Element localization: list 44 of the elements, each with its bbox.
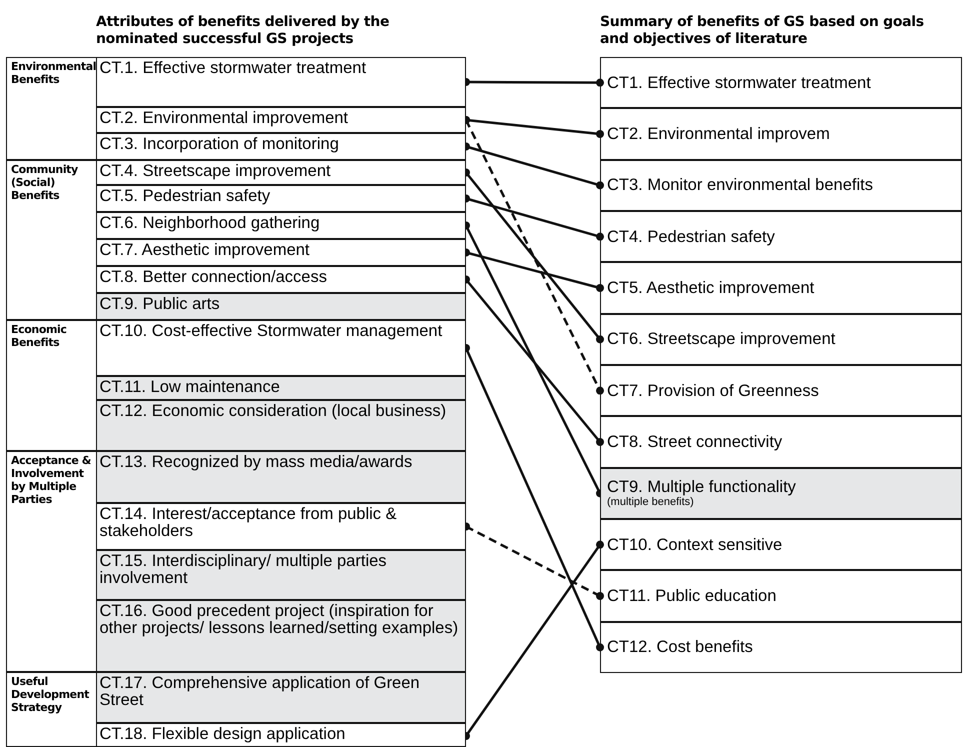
benefit-box: CT8. Street connectivity xyxy=(600,416,962,468)
attribute-cell: CT.3. Incorporation of monitoring xyxy=(96,132,466,160)
benefit-box: CT6. Streetscape improvement xyxy=(600,314,962,365)
attribute-cell: CT.1. Effective stormwater treatment xyxy=(96,56,466,106)
benefit-box xyxy=(600,468,962,519)
benefit-box: CT5. Aesthetic improvement xyxy=(600,262,962,314)
attribute-cell: CT.14. Interest/acceptance from public & stakeholders xyxy=(96,502,466,550)
category-label: Environmental Benefits xyxy=(11,60,97,86)
category-label: Community (Social) Benefits xyxy=(11,163,79,202)
attribute-cell: CT.5. Pedestrian safety xyxy=(96,184,466,212)
attribute-cell: CT.17. Comprehensive application of Green Street xyxy=(96,672,466,722)
category-label: Useful Development Strategy xyxy=(11,675,90,714)
benefit-note: (multiple benefits) xyxy=(607,496,695,508)
category-cell xyxy=(6,57,466,160)
attribute-cell: CT.7. Aesthetic improvement xyxy=(96,238,466,266)
attribute-cell: CT.6. Neighborhood gathering xyxy=(96,212,466,238)
attribute-cell: CT.9. Public arts xyxy=(96,292,466,320)
benefit-box: CT10. Context sensitive xyxy=(600,519,962,570)
category-label: Acceptance & Involvement by Multiple Parties xyxy=(11,454,92,506)
attribute-cell: CT.8. Better connection/access xyxy=(96,266,466,292)
benefit-box: CT12. Cost benefits xyxy=(600,622,962,673)
column-heading: Summary of benefits of GS based on goals and objectives of literature xyxy=(600,14,925,48)
attribute-cell: CT.15. Interdisciplinary/ multiple parties involvement xyxy=(96,550,466,600)
attribute-cell: CT.4. Streetscape improvement xyxy=(96,160,466,184)
category-cell xyxy=(6,160,466,320)
benefit-box: CT4. Pedestrian safety xyxy=(600,211,962,262)
attribute-cell: CT.18. Flexible design application xyxy=(96,722,466,747)
attribute-cell: CT.10. Cost-effective Stormwater management xyxy=(96,320,466,376)
attribute-cell: CT.16. Good precedent project (inspiration for other projects/ lessons learned/setting examples) xyxy=(96,600,466,672)
benefit-box: CT2. Environmental improvem xyxy=(600,108,962,160)
category-cell xyxy=(6,672,466,747)
attribute-cell: CT.12. Economic consideration (local business) xyxy=(96,400,466,450)
category-cell xyxy=(6,320,466,451)
attribute-cell: CT.11. Low maintenance xyxy=(96,376,466,400)
benefit-box: CT1. Effective stormwater treatment xyxy=(600,57,962,108)
attribute-cell: CT.13. Recognized by mass media/awards xyxy=(96,450,466,502)
benefit-box: CT11. Public education xyxy=(600,570,962,622)
benefit-box: CT7. Provision of Greenness xyxy=(600,365,962,416)
benefit-title: CT9. Multiple functionality xyxy=(607,478,797,496)
benefit-box: CT3. Monitor environmental benefits xyxy=(600,160,962,211)
attribute-cell: CT.2. Environmental improvement xyxy=(96,106,466,132)
column-heading: Attributes of benefits delivered by the nominated successful GS projects xyxy=(96,14,390,48)
category-label: Economic Benefits xyxy=(11,323,68,349)
category-cell xyxy=(6,451,466,672)
